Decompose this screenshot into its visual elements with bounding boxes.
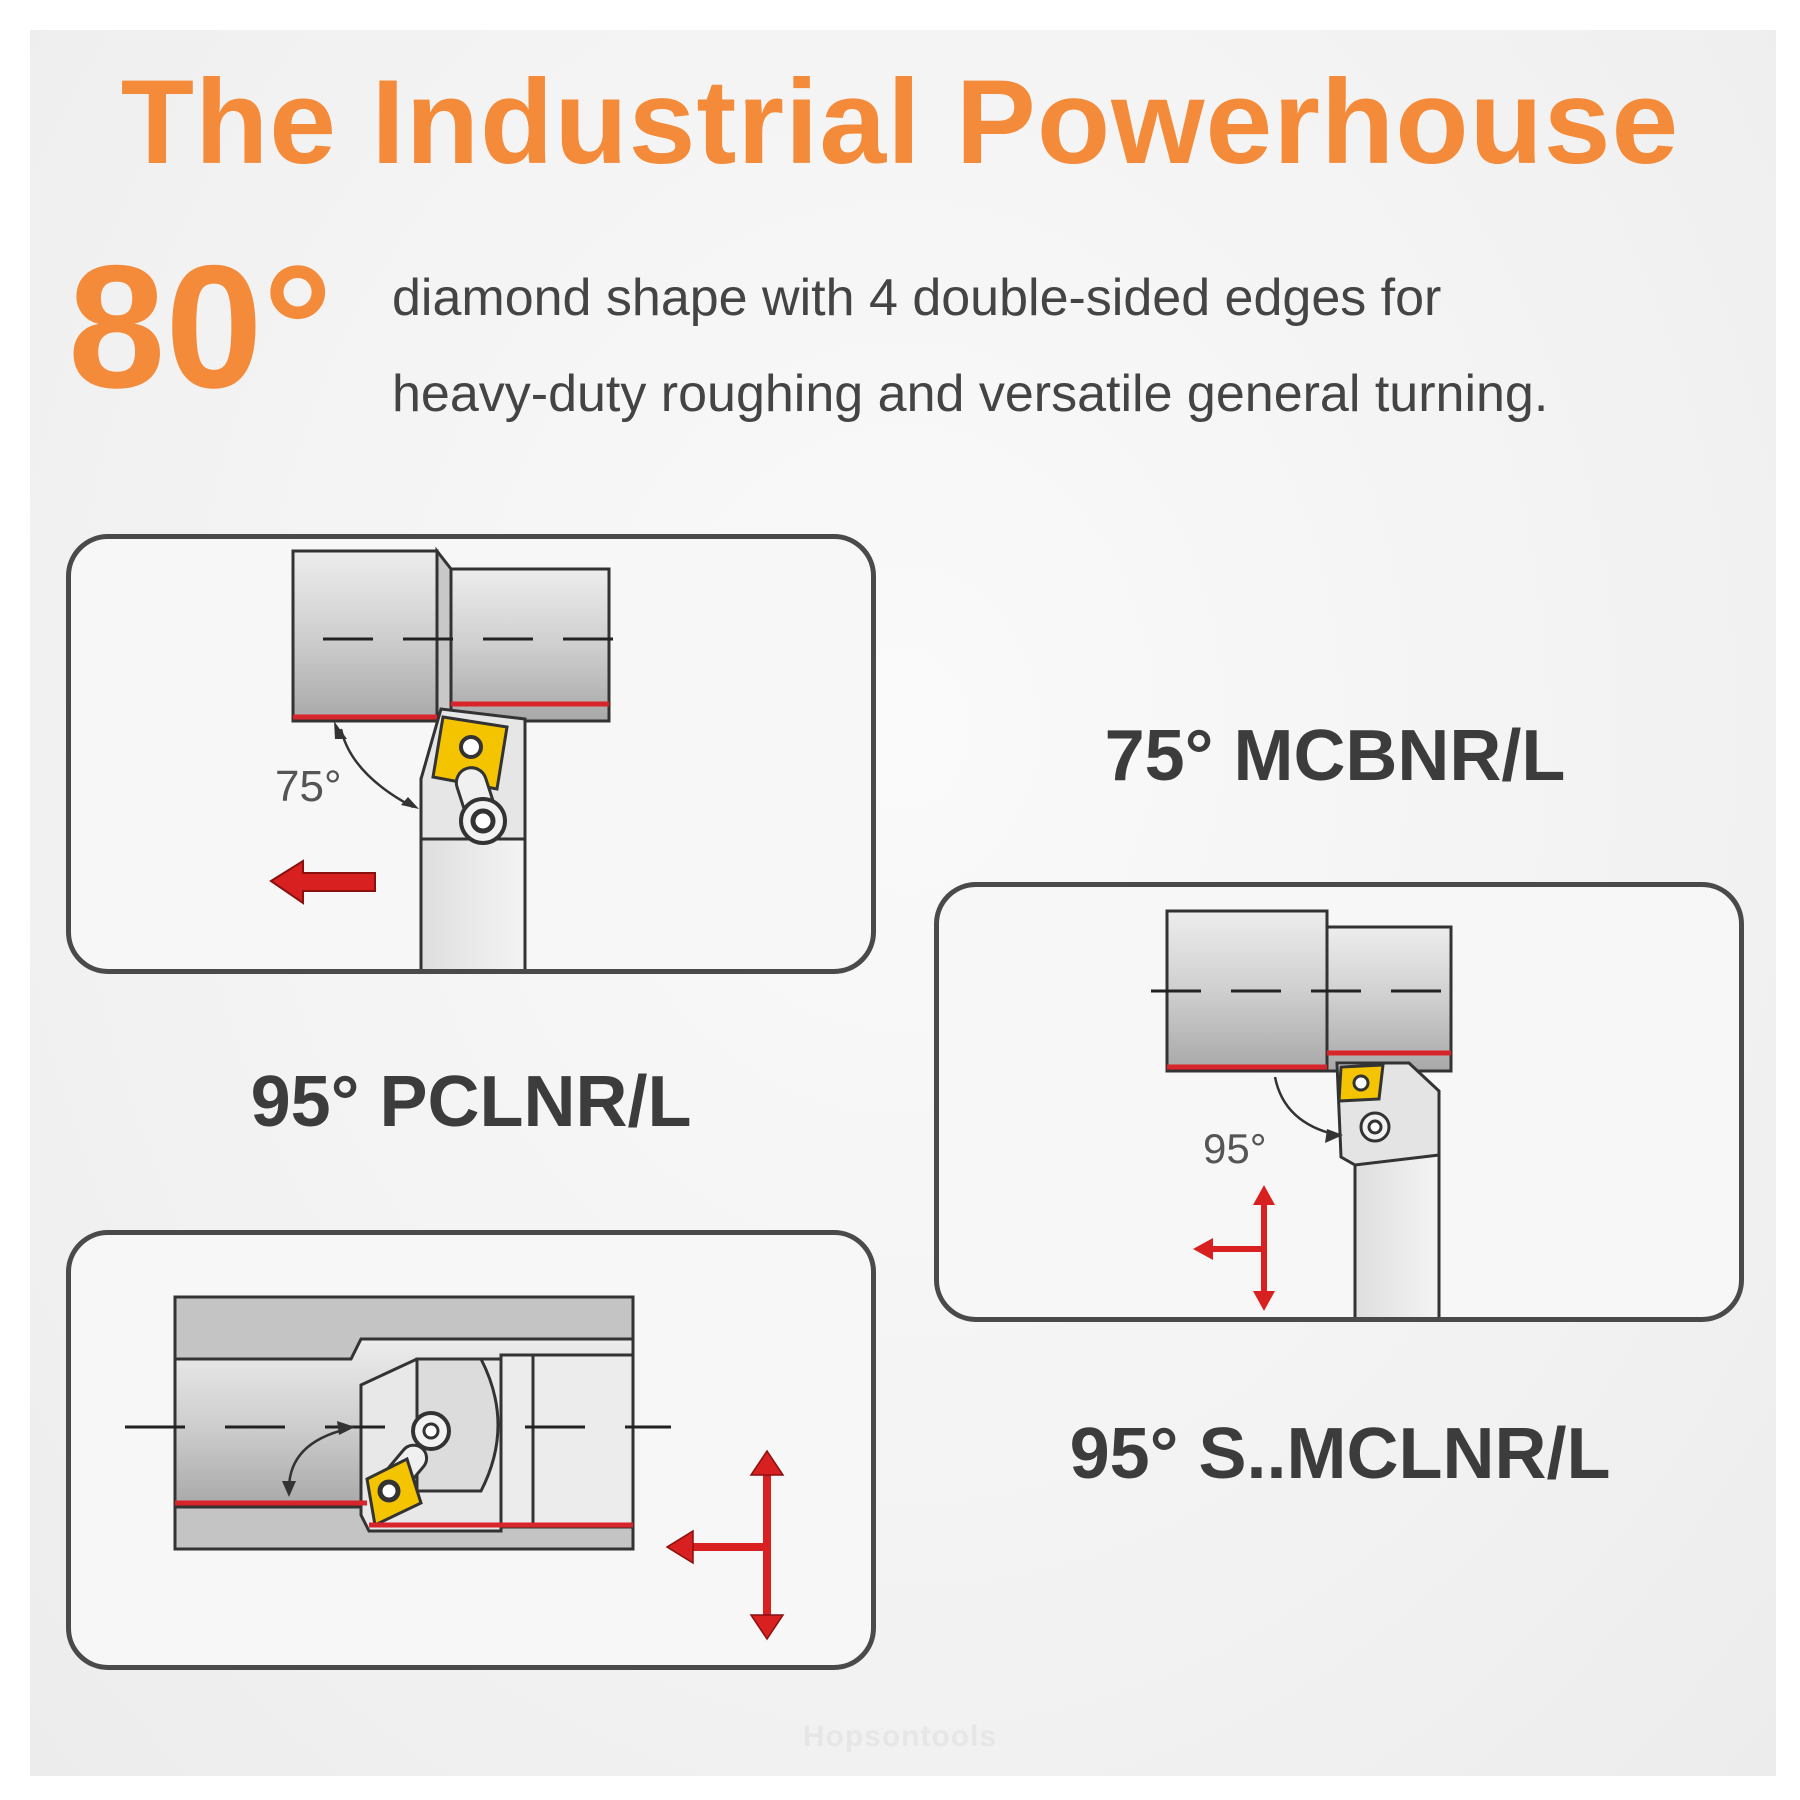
- smclnr-diagram: [125, 1295, 785, 1641]
- workpiece-large-section: [291, 549, 439, 723]
- angle-mark: 95°: [1203, 1125, 1267, 1172]
- tool-shank: [1353, 1153, 1441, 1317]
- angle-mark: 75°: [275, 762, 342, 811]
- insert-screw-icon: [377, 1479, 401, 1503]
- tool-label-mcbnr: 75° MCBNR/L: [1104, 716, 1566, 796]
- panel-mcbnr-diagram: 75°: [66, 534, 876, 974]
- feed-arrowhead-left: [665, 1529, 694, 1565]
- clamp-body: [415, 1357, 500, 1493]
- clamp-screw-center: [422, 1422, 440, 1440]
- clamp-screw-center: [470, 808, 496, 834]
- description-line-2: heavy-duty roughing and versatile genera…: [392, 365, 1549, 423]
- workpiece-chamfer: [435, 546, 453, 723]
- angle-arc: [1273, 1076, 1338, 1137]
- feed-arrowhead-up: [1253, 1185, 1275, 1205]
- description-line-1: diamond shape with 4 double-sided edges …: [392, 269, 1442, 327]
- angle-arrowhead: [1325, 1129, 1343, 1143]
- mcbnr-diagram: 75°: [269, 546, 626, 969]
- angle-arc: [339, 728, 414, 809]
- feed-arrowhead-down: [1253, 1291, 1275, 1311]
- pclnr-diagram: 95°: [1151, 909, 1469, 1317]
- insert-screw-icon: [459, 735, 483, 759]
- feed-arrowhead-down: [749, 1614, 785, 1641]
- boring-bar-body: [499, 1353, 635, 1529]
- insert-angle-value: 80°: [68, 230, 333, 425]
- workpiece-small-section: [449, 567, 611, 723]
- panel-pclnr-diagram: 95°: [934, 882, 1744, 1322]
- workpiece-small-section: [1325, 925, 1453, 1073]
- angle-arrowhead-bottom: [282, 1481, 296, 1497]
- angle-arc: [287, 1427, 348, 1490]
- insert-screw-icon: [1352, 1074, 1370, 1092]
- angle-arrowhead-top: [334, 721, 347, 739]
- angle-arrowhead-top: [337, 1421, 355, 1435]
- feed-arrowhead-up: [749, 1449, 785, 1476]
- insert-description: diamond shape with 4 double-sided edges …: [392, 250, 1752, 442]
- feed-arrowhead-left: [1193, 1238, 1213, 1260]
- panel-smclnr-diagram: [66, 1230, 876, 1670]
- clamp-screw-center: [1367, 1119, 1383, 1135]
- page-title: The Industrial Powerhouse: [120, 55, 1680, 189]
- tool-label-smclnr: 95° S..MCLNR/L: [1069, 1414, 1611, 1494]
- watermark: Hopsontools: [802, 1720, 998, 1753]
- feed-direction-arrow: [269, 859, 376, 905]
- tool-label-pclnr: 95° PCLNR/L: [250, 1062, 692, 1142]
- angle-arrowhead-bottom: [401, 797, 419, 809]
